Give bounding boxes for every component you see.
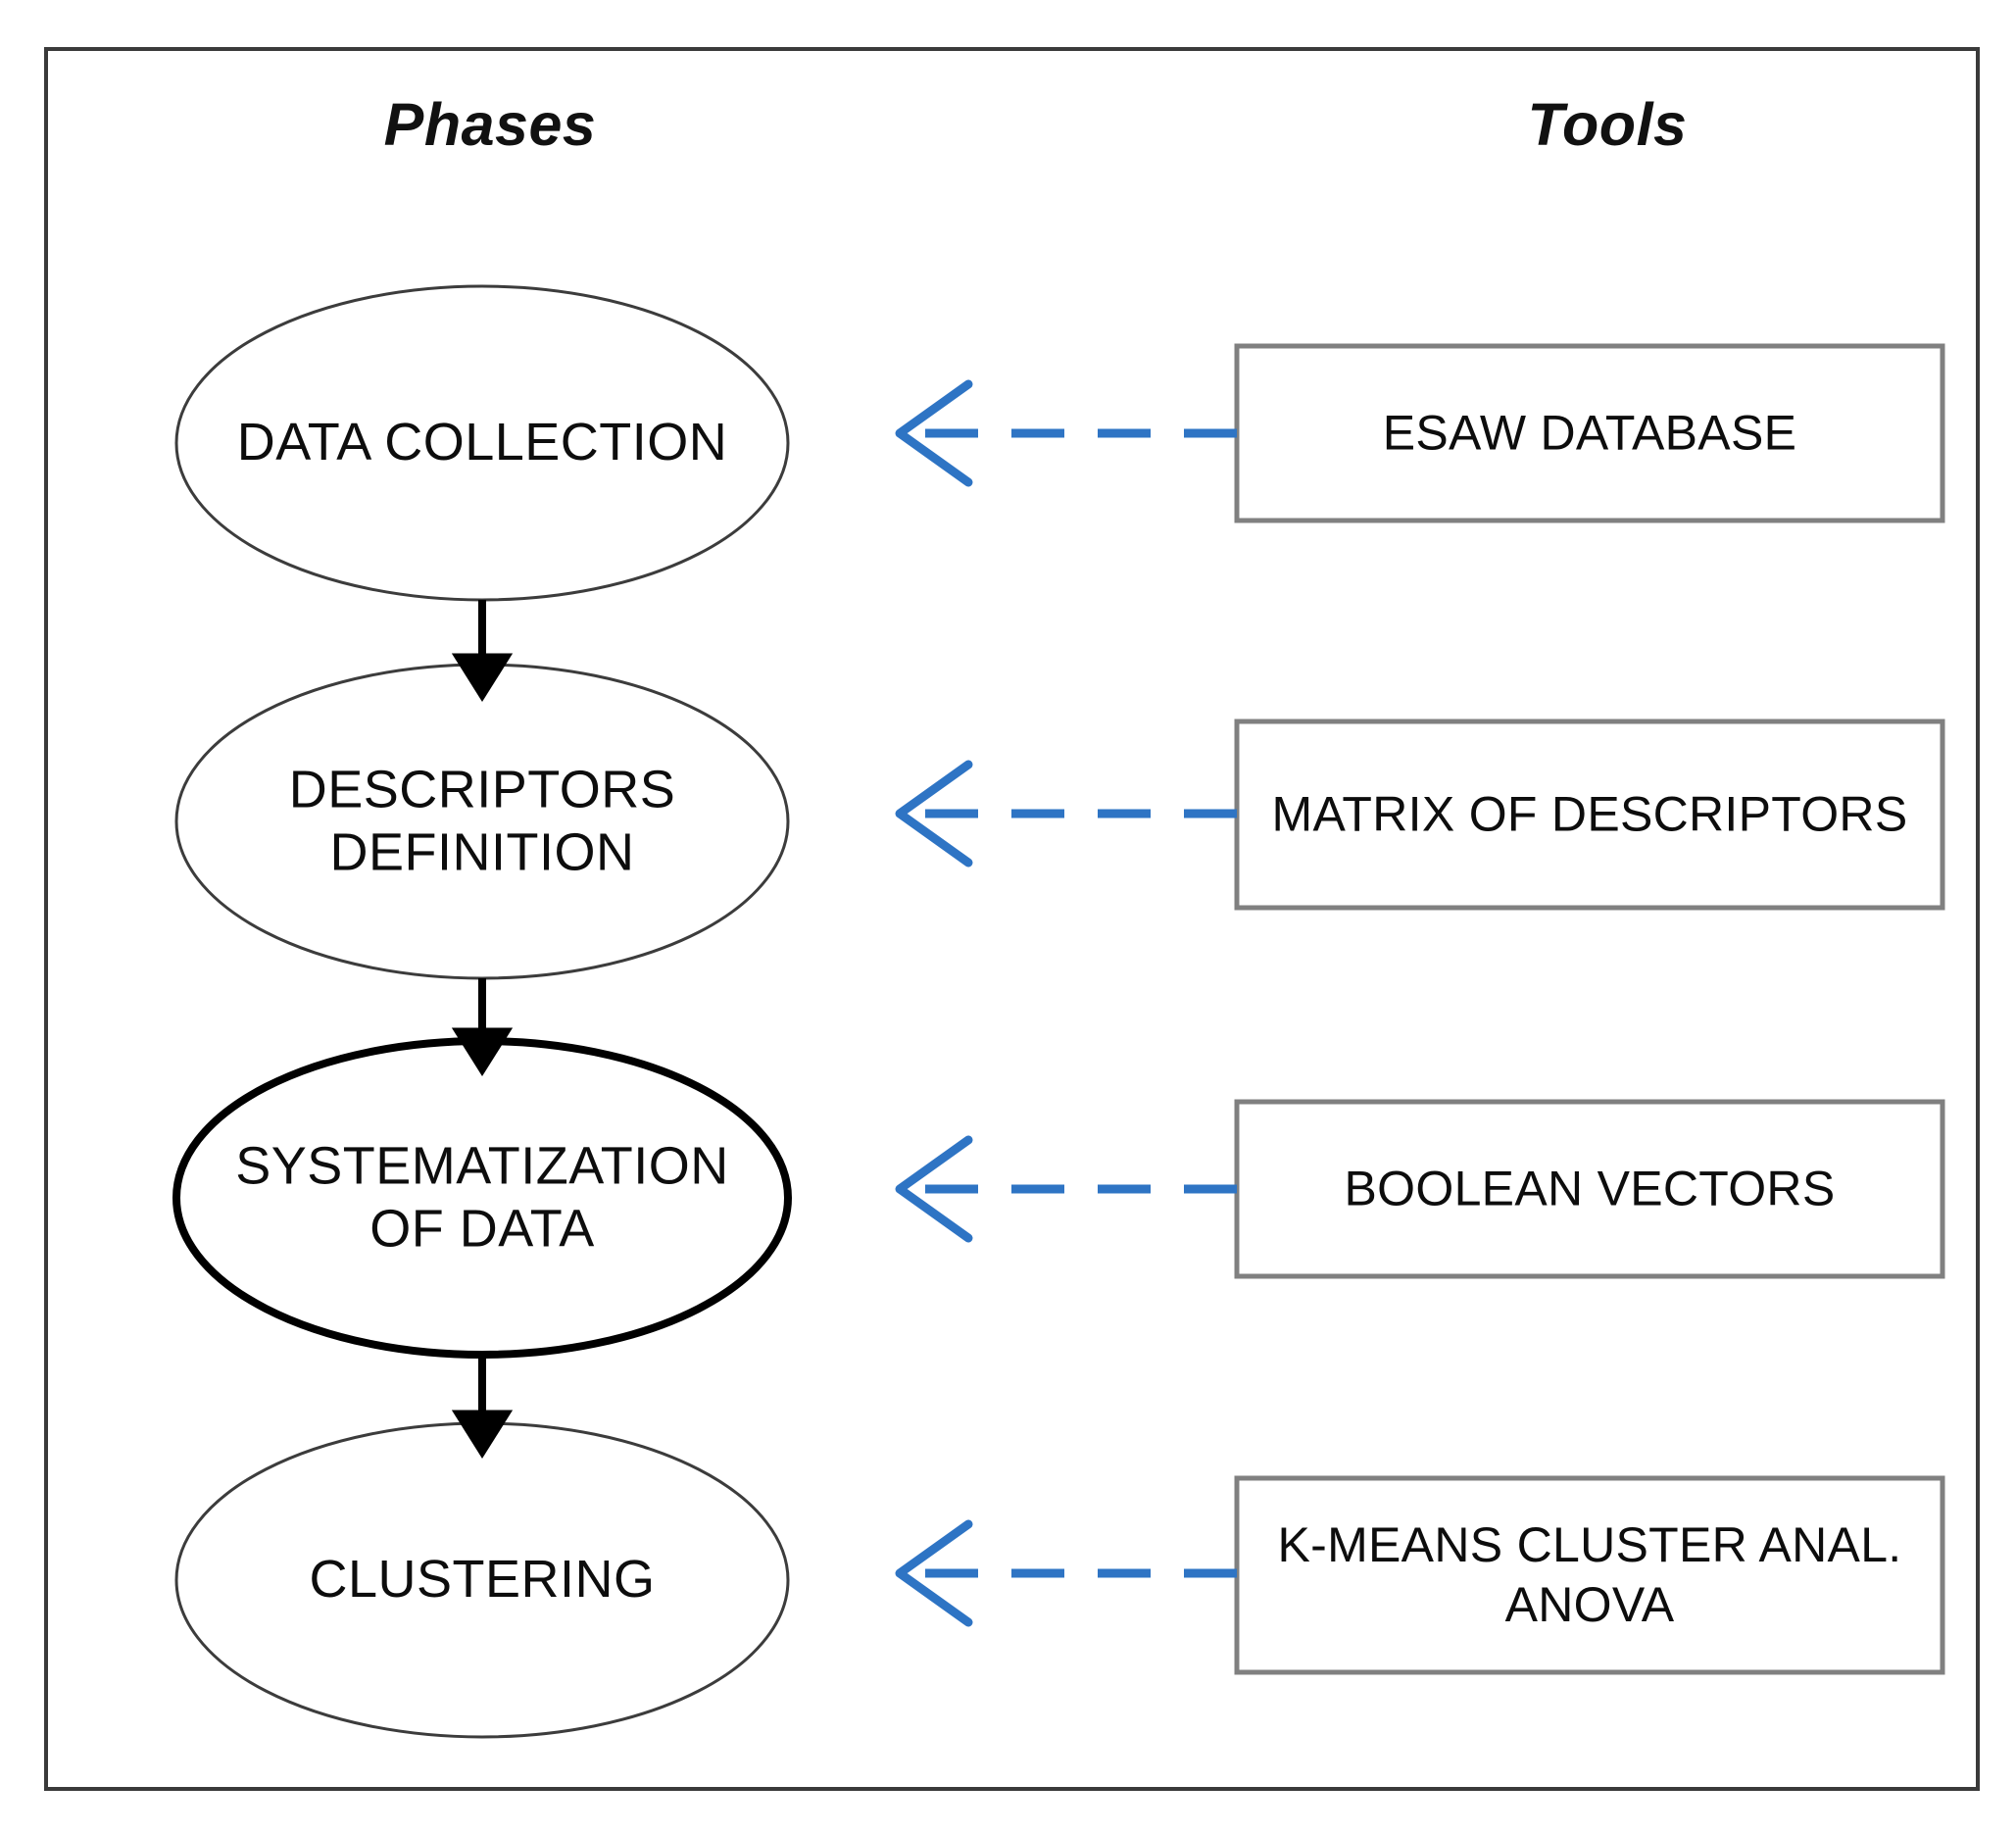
tool-label-esaw-database: ESAW DATABASE: [1382, 405, 1797, 461]
phase-label-data-collection: DATA COLLECTION: [236, 413, 728, 472]
phase-label-systematization-of-data: SYSTEMATIZATION OF DATA: [235, 1136, 729, 1258]
column-header-tools: Tools: [1527, 91, 1688, 158]
phase-label-descriptors-definition: DESCRIPTORS DEFINITION: [288, 760, 676, 881]
column-header-phases: Phases: [383, 91, 597, 158]
phase-label-clustering: CLUSTERING: [309, 1550, 656, 1610]
tool-label-boolean-vectors: BOOLEAN VECTORS: [1344, 1161, 1836, 1216]
tool-label-matrix-of-descriptors: MATRIX OF DESCRIPTORS: [1271, 786, 1908, 842]
tool-label-kmeans-anova: K-MEANS CLUSTER ANAL. ANOVA: [1277, 1517, 1902, 1632]
